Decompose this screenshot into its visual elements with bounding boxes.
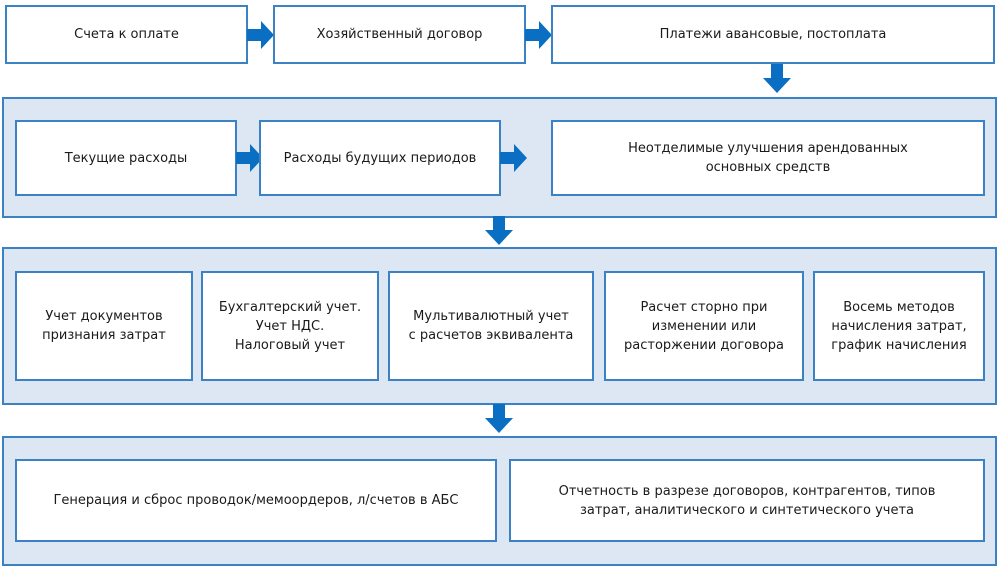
node-label-line: график начисления (831, 337, 967, 353)
node-label-line: Учет НДС. (255, 318, 325, 334)
node-reversal-calculation: Расчет сторно при изменении или расторже… (604, 271, 804, 381)
node-deferred-expenses: Расходы будущих периодов (259, 120, 501, 196)
node-label-line: расторжении договора (624, 337, 784, 353)
arrow-right-icon (525, 20, 553, 50)
arrow-down-icon (484, 404, 514, 434)
node-label-line: основных средств (705, 160, 831, 175)
node-label-line: Восемь методов (843, 299, 955, 315)
node-label-line: Учет документов (45, 309, 163, 324)
node-label-line: Мультивалютный учет (413, 309, 569, 324)
node-entries-generation: Генерация и сброс проводок/мемоордеров, … (15, 459, 497, 542)
node-label-line: Отчетность в разрезе договоров, контраге… (558, 483, 936, 499)
node-label-line: изменении или (651, 318, 757, 334)
node-label: Текущие расходы (64, 150, 188, 166)
node-label: Платежи авансовые, постоплата (659, 27, 887, 42)
arrow-right-icon (236, 143, 264, 173)
node-cost-recognition-docs: Учет документов признания затрат (15, 271, 193, 381)
arrow-right-icon (247, 20, 275, 50)
node-business-contract: Хозяйственный договор (273, 5, 526, 64)
node-reporting: Отчетность в разрезе договоров, контраге… (509, 459, 985, 542)
node-advance-postpayment: Платежи авансовые, постоплата (551, 5, 995, 64)
arrow-down-icon (762, 64, 792, 94)
node-label-line: признания затрат (42, 328, 166, 343)
node-invoices-payable: Счета к оплате (5, 5, 248, 64)
node-accrual-methods: Восемь методов начисления затрат, график… (813, 271, 985, 381)
node-label-line: Неотделимые улучшения арендованных (628, 141, 908, 156)
arrow-right-icon (500, 143, 528, 173)
node-label: Расходы будущих периодов (283, 150, 477, 166)
node-label-line: Расчет сторно при (640, 299, 768, 315)
node-label-line: с расчетов эквивалента (408, 328, 574, 343)
node-label: Счета к оплате (74, 27, 179, 42)
node-label-line: начисления затрат, (831, 318, 967, 334)
node-current-expenses: Текущие расходы (15, 120, 237, 196)
arrow-down-icon (484, 216, 514, 246)
node-label-line: затрат, аналитического и синтетического … (579, 502, 914, 518)
node-label: Хозяйственный договор (316, 27, 483, 42)
node-leasehold-improvements: Неотделимые улучшения арендованных основ… (551, 120, 985, 196)
node-label-line: Налоговый учет (234, 337, 346, 353)
node-multicurrency: Мультивалютный учет с расчетов эквивален… (388, 271, 594, 381)
node-label: Генерация и сброс проводок/мемоордеров, … (53, 493, 459, 508)
node-label-line: Бухгалтерский учет. (218, 299, 362, 315)
node-accounting-vat-tax: Бухгалтерский учет. Учет НДС. Налоговый … (201, 271, 379, 381)
